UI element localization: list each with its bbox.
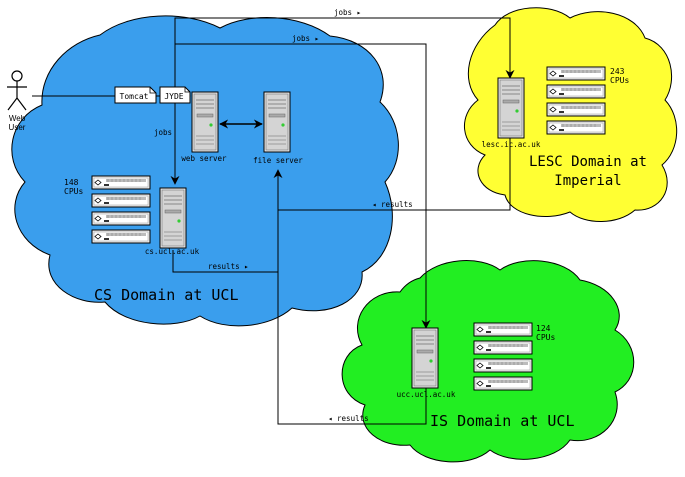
web-user-actor <box>7 70 27 111</box>
lesc-server-icon <box>497 77 525 139</box>
file-server-icon <box>263 91 291 153</box>
lesc-domain-title-2: Imperial <box>554 173 621 189</box>
ucc-server-label: ucc.ucl.ac.uk <box>397 390 456 399</box>
lesc-cpu-count: 243 <box>610 67 625 76</box>
results-lesc-label: ◂ results <box>372 200 413 209</box>
jobs-mid-label: jobs ▸ <box>292 34 319 43</box>
lesc-server-label: lesc.ic.ac.uk <box>482 140 541 149</box>
jobs-mid-line <box>175 43 431 329</box>
cs-server-label: cs.ucl.ac.uk <box>145 247 200 256</box>
web-server-label: web server <box>181 154 227 163</box>
file-server-label: file server <box>253 156 303 165</box>
tomcat-document-icon <box>114 86 157 104</box>
ucc-server-icon <box>411 327 439 389</box>
cs-domain-title: CS Domain at UCL <box>94 286 239 304</box>
cs-server-icon <box>159 187 187 249</box>
jobs-top-label: jobs ▸ <box>334 8 361 17</box>
results-lesc-line <box>278 135 511 211</box>
lesc-domain-title-1: LESC Domain at <box>529 154 647 170</box>
jyde-document-icon <box>159 86 191 104</box>
results-cs-line <box>172 250 278 273</box>
is-domain-title: IS Domain at UCL <box>430 412 575 430</box>
tomcat-label: Tomcat <box>120 92 149 101</box>
cs-cpu-count: 148 <box>64 178 79 187</box>
lesc-cpu-unit: CPUs <box>610 76 629 85</box>
results-cs-label: results ▸ <box>208 262 249 271</box>
cs-domain-cloud <box>11 15 399 327</box>
web-user-label-2: User <box>9 123 26 132</box>
is-cpu-count: 124 <box>536 324 551 333</box>
jyde-label: JYDE <box>164 92 183 101</box>
cs-cpu-unit: CPUs <box>64 187 83 196</box>
web-user-label-1: Web <box>9 114 26 123</box>
jobs-left-label: jobs <box>154 128 172 137</box>
web-server-icon <box>191 91 219 153</box>
results-is-label: ◂ results <box>328 414 369 423</box>
is-cpu-unit: CPUs <box>536 333 555 342</box>
results-is-line <box>273 169 427 425</box>
